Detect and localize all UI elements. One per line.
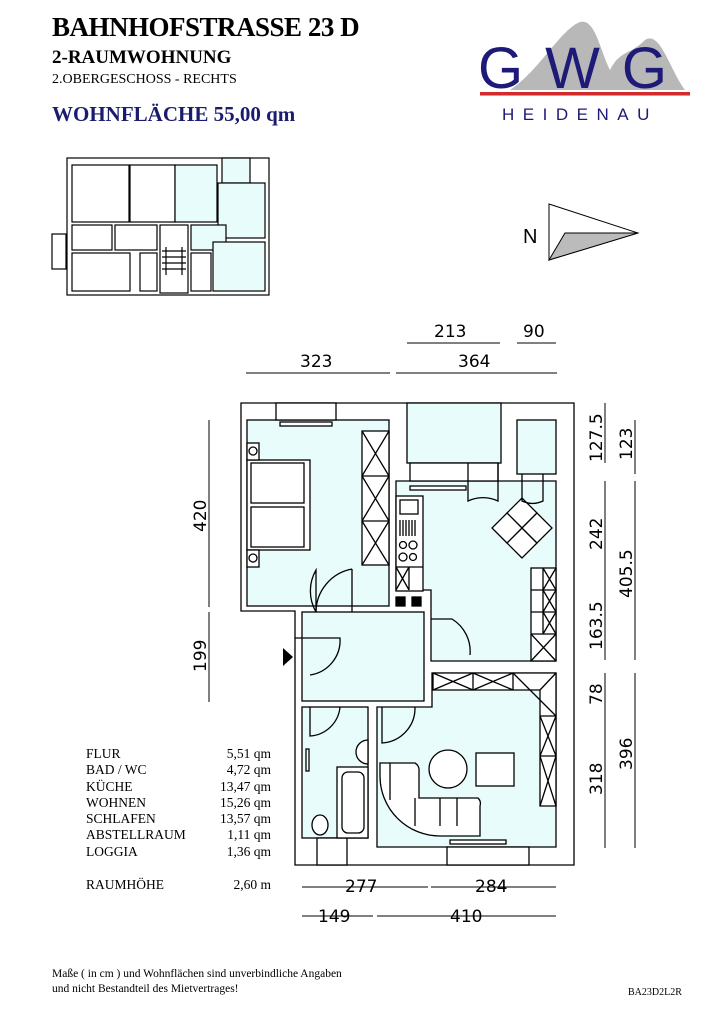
room-name: KÜCHE bbox=[86, 778, 133, 794]
logo-city: HEIDENAU bbox=[502, 105, 658, 124]
room-name: FLUR bbox=[86, 746, 121, 761]
dim-label: 284 bbox=[475, 877, 507, 897]
plan-code: BA23D2L2R bbox=[628, 987, 682, 998]
dim-label: 405.5 bbox=[617, 549, 637, 598]
room-area: 15,26 qm bbox=[219, 794, 271, 810]
dim-label: 364 bbox=[458, 352, 490, 372]
dim-label: 410 bbox=[450, 907, 482, 927]
outer-wall bbox=[240, 402, 575, 866]
dimension-lines bbox=[208, 342, 636, 917]
dim-label: 123 bbox=[617, 428, 637, 460]
dim-label: 396 bbox=[617, 738, 637, 770]
room-flur bbox=[301, 611, 425, 702]
room-height-value: 2,60 m bbox=[233, 877, 271, 892]
room-abstellraum bbox=[516, 419, 557, 475]
disclaimer-line: und nicht Bestandteil des Mietvertrages! bbox=[52, 983, 239, 995]
dimension-labels: 213 90 323 364 420 199 127.5 242 163.5 7… bbox=[191, 322, 637, 927]
logo-red-line bbox=[480, 92, 690, 95]
duct bbox=[411, 596, 422, 607]
radiator bbox=[409, 485, 467, 491]
room-area: 13,57 qm bbox=[219, 811, 271, 827]
double-bed bbox=[246, 442, 311, 568]
dim-label: 318 bbox=[587, 763, 607, 795]
room-area: 1,11 qm bbox=[227, 827, 271, 843]
room-row: SCHLAFEN 13,57 qm bbox=[86, 811, 271, 827]
floor-location: 2.OBERGESCHOSS - RECHTS bbox=[52, 72, 237, 87]
sofa bbox=[379, 762, 481, 837]
room-row: ABSTELLRAUM 1,11 qm bbox=[86, 827, 271, 843]
floor-plan: 213 90 323 364 420 199 127.5 242 163.5 7… bbox=[191, 322, 637, 927]
room-name: ABSTELLRAUM bbox=[86, 827, 186, 843]
wardrobe bbox=[361, 430, 390, 566]
armchair bbox=[475, 752, 515, 787]
room-area: 5,51 qm bbox=[226, 746, 271, 761]
radiator bbox=[449, 839, 507, 845]
room-row: WOHNEN 15,26 qm bbox=[86, 795, 271, 811]
kitchen-unit bbox=[395, 495, 424, 592]
wall-units bbox=[432, 672, 557, 807]
room-name: WOHNEN bbox=[86, 794, 146, 810]
page-title: BAHNHOFSTRASSE 23 D bbox=[52, 12, 360, 42]
room-area-list: FLUR 5,51 qm BAD / WC 4,72 qm KÜCHE 13,47 q… bbox=[86, 746, 271, 860]
dim-label: 323 bbox=[300, 352, 332, 372]
dim-label: 242 bbox=[587, 518, 607, 550]
logo-mountain bbox=[510, 21, 685, 90]
room-name: SCHLAFEN bbox=[86, 811, 156, 827]
coffee-table bbox=[428, 749, 468, 789]
radiator bbox=[279, 421, 333, 427]
disclaimer: Maße ( in cm ) und Wohnflächen sind unve… bbox=[52, 967, 342, 997]
disclaimer-line: Maße ( in cm ) und Wohnflächen sind unve… bbox=[52, 968, 342, 980]
dim-label: 213 bbox=[434, 322, 466, 342]
room-row: FLUR 5,51 qm bbox=[86, 746, 271, 762]
dim-label: 420 bbox=[191, 500, 211, 532]
north-arrow: N bbox=[523, 203, 640, 261]
doors bbox=[295, 463, 544, 744]
gwg-logo: GWG HEIDENAU bbox=[478, 21, 690, 124]
room-row: KÜCHE 13,47 qm bbox=[86, 779, 271, 795]
north-label: N bbox=[523, 226, 537, 248]
logo-letters: GWG bbox=[478, 36, 689, 101]
dim-label: 149 bbox=[318, 907, 350, 927]
room-area: 13,47 qm bbox=[219, 778, 271, 794]
apartment-type: 2-RAUMWOHNUNG bbox=[52, 47, 232, 68]
room-row: LOGGIA 1,36 qm bbox=[86, 844, 271, 860]
dim-label: 127.5 bbox=[587, 413, 607, 462]
dim-label: 90 bbox=[523, 322, 545, 342]
dim-label: 78 bbox=[587, 683, 607, 705]
dim-label: 199 bbox=[191, 640, 211, 672]
room-name: LOGGIA bbox=[86, 843, 138, 859]
duct bbox=[395, 596, 406, 607]
room-height-row: RAUMHÖHE 2,60 m bbox=[86, 877, 271, 893]
room-loggia bbox=[406, 402, 502, 464]
dim-label: 277 bbox=[345, 877, 377, 897]
dining-table bbox=[491, 497, 553, 559]
kitchen-cabinets bbox=[530, 567, 557, 662]
room-height-label: RAUMHÖHE bbox=[86, 877, 165, 892]
living-area: WOHNFLÄCHE 55,00 qm bbox=[52, 102, 296, 126]
key-plan bbox=[51, 157, 270, 296]
dim-label: 163.5 bbox=[587, 601, 607, 650]
arrow-shade bbox=[547, 232, 639, 261]
room-area: 1,36 qm bbox=[226, 843, 271, 859]
room-area: 4,72 qm bbox=[226, 762, 271, 778]
entrance-arrow bbox=[283, 648, 293, 666]
room-row: BAD / WC 4,72 qm bbox=[86, 762, 271, 778]
bathroom-fixtures bbox=[305, 739, 369, 839]
room-name: BAD / WC bbox=[86, 762, 147, 778]
